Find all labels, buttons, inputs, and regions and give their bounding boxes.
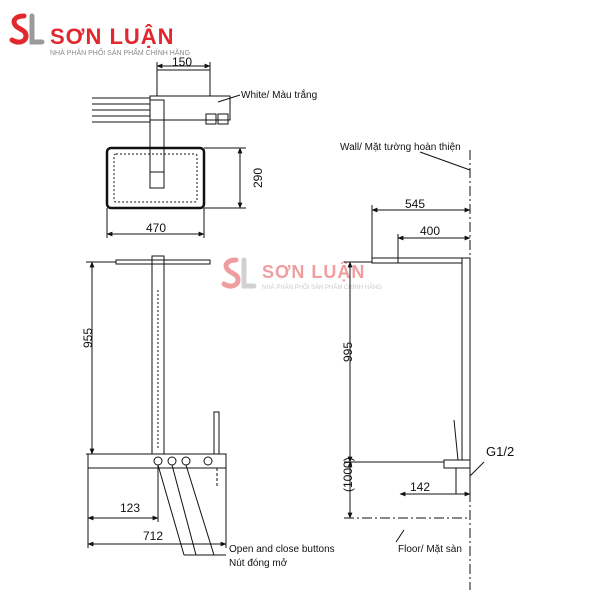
dim-label-545: 545	[405, 197, 425, 211]
side-shower-head	[371, 257, 399, 264]
dim-label-995: 995	[341, 342, 355, 362]
watermark-logo: SƠN LUẬN NHÀ PHÂN PHỐI SẢN PHẨM CHÍNH HÃ…	[218, 252, 418, 300]
knob	[217, 113, 229, 125]
button-4	[203, 456, 213, 466]
dim-label-712: 712	[143, 529, 163, 543]
label-floor: Floor/ Mặt sàn	[398, 544, 462, 555]
brand-logo: SƠN LUẬN NHÀ PHÂN PHỐI SẢN PHẨM CHÍNH HÃ…	[6, 10, 206, 57]
watermark-tagline: NHÀ PHÂN PHỐI SẢN PHẨM CHÍNH HÃNG	[262, 285, 383, 291]
dim-label-1000: (1000)	[341, 457, 355, 492]
label-buttons-vi: Nút đóng mở	[229, 557, 288, 569]
dim-label-290: 290	[251, 168, 265, 188]
shower-head-front	[115, 259, 211, 265]
side-view	[344, 150, 485, 590]
dim-label-142: 142	[410, 480, 430, 494]
label-white: White/ Màu trắng	[241, 88, 317, 101]
leader-line-floor	[395, 529, 405, 543]
dim-label-123: 123	[120, 501, 140, 515]
side-column	[461, 257, 471, 461]
leader-line	[185, 464, 215, 556]
dim-label-400: 400	[420, 224, 440, 238]
dim-label-955: 955	[81, 328, 95, 348]
head-connector	[149, 171, 165, 189]
side-hand-shower	[453, 419, 459, 461]
control-panel	[87, 453, 227, 469]
leader-line	[171, 464, 197, 556]
top-pipe	[149, 99, 165, 189]
label-wall: Wall/ Mặt tường hoàn thiện	[340, 142, 461, 153]
side-inlet	[455, 467, 471, 495]
hand-shower	[213, 411, 220, 455]
dim-label-150: 150	[172, 55, 192, 69]
side-mixer-body	[443, 459, 471, 469]
sl-monogram-watermark-icon	[221, 257, 257, 289]
label-g12: G1/2	[486, 444, 514, 459]
leader-line-wall	[419, 151, 471, 171]
brand-name: SƠN LUẬN	[50, 24, 175, 49]
dim-label-470: 470	[146, 221, 166, 235]
button-1	[153, 456, 163, 466]
leader-line-white	[217, 94, 241, 103]
knob	[205, 113, 217, 125]
leader-line	[157, 464, 185, 556]
label-buttons: Open and close buttons	[229, 544, 335, 555]
button-3	[181, 456, 191, 466]
top-view	[92, 62, 246, 238]
watermark-name: SƠN LUẬN	[262, 262, 366, 282]
mixer-body	[156, 69, 211, 97]
brand-tagline: NHÀ PHÂN PHỐI SẢN PHẨM CHÍNH HÃNG	[50, 50, 191, 57]
shower-head-top	[105, 146, 206, 210]
shower-nozzles	[113, 153, 198, 203]
sl-monogram-icon	[9, 13, 45, 45]
button-2	[167, 456, 177, 466]
leader-line-g12	[469, 461, 485, 477]
front-view	[86, 255, 227, 556]
